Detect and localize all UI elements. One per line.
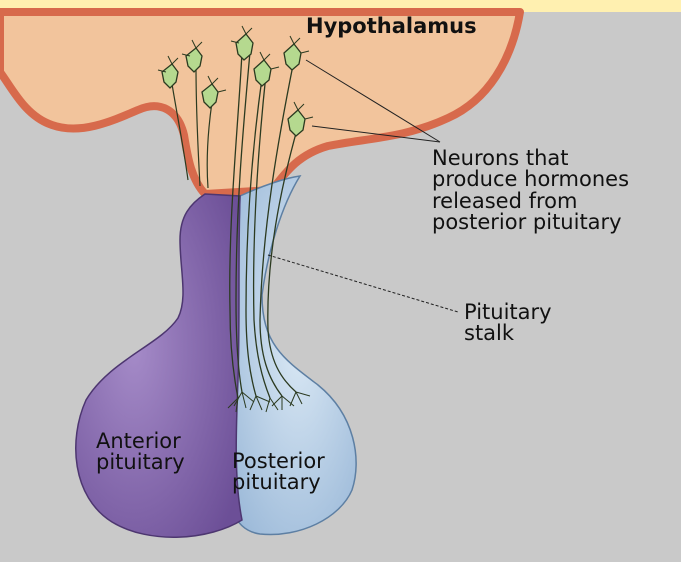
stalk-leader [268, 255, 458, 312]
posterior-pituitary-label: Posterior pituitary [232, 451, 325, 494]
neurons-label: Neurons that produce hormones released f… [432, 148, 629, 234]
hypothalamus-label: Hypothalamus [306, 16, 477, 37]
anterior-pituitary-label: Anterior pituitary [96, 431, 185, 474]
pituitary-stalk-label: Pituitary stalk [464, 302, 552, 345]
anterior-pituitary [76, 194, 242, 537]
